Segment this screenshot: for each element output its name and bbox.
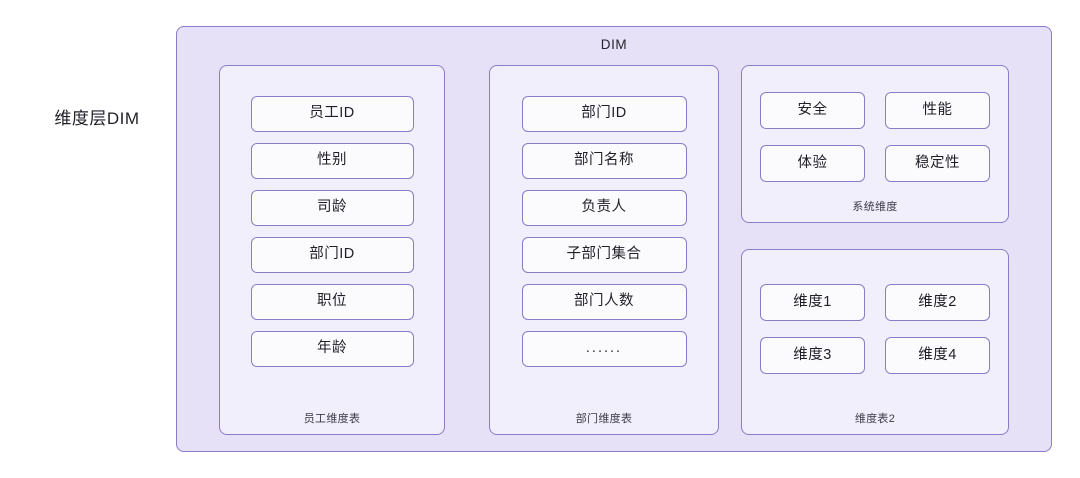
- field-pill[interactable]: 性别: [250, 143, 414, 179]
- pill-stack-employee: 员工ID 性别 司龄 部门ID 职位 年龄: [220, 96, 444, 367]
- field-pill-ellipsis[interactable]: ......: [521, 331, 687, 367]
- field-pill[interactable]: 维度3: [760, 337, 865, 374]
- field-pill[interactable]: 性能: [885, 92, 990, 129]
- field-pill[interactable]: 部门ID: [250, 237, 414, 273]
- field-pill[interactable]: 稳定性: [885, 145, 990, 182]
- field-pill[interactable]: 维度4: [885, 337, 990, 374]
- field-pill[interactable]: 维度1: [760, 284, 865, 321]
- panel-dimension-table-2: 维度1 维度2 维度3 维度4 维度表2: [741, 249, 1009, 435]
- pill-grid-dimension2: 维度1 维度2 维度3 维度4: [760, 284, 990, 374]
- panel-department-dimension-table: 部门ID 部门名称 负责人 子部门集合 部门人数 ...... 部门维度表: [489, 65, 719, 435]
- layer-label: 维度层DIM: [54, 109, 140, 128]
- pill-grid-system: 安全 性能 体验 稳定性: [760, 92, 990, 182]
- field-pill[interactable]: 部门人数: [521, 284, 687, 320]
- field-pill[interactable]: 体验: [760, 145, 865, 182]
- panel-caption: 部门维度表: [575, 413, 633, 425]
- field-pill[interactable]: 维度2: [885, 284, 990, 321]
- dim-title: DIM: [600, 37, 628, 52]
- field-pill[interactable]: 负责人: [521, 190, 687, 226]
- panel-caption: 员工维度表: [303, 413, 361, 425]
- pill-stack-department: 部门ID 部门名称 负责人 子部门集合 部门人数 ......: [490, 96, 718, 367]
- field-pill[interactable]: 子部门集合: [521, 237, 687, 273]
- panel-caption: 系统维度: [852, 201, 898, 213]
- field-pill[interactable]: 部门ID: [521, 96, 687, 132]
- field-pill[interactable]: 年龄: [250, 331, 414, 367]
- field-pill[interactable]: 部门名称: [521, 143, 687, 179]
- field-pill[interactable]: 职位: [250, 284, 414, 320]
- field-pill[interactable]: 员工ID: [250, 96, 414, 132]
- panel-employee-dimension-table: 员工ID 性别 司龄 部门ID 职位 年龄 员工维度表: [219, 65, 445, 435]
- field-pill[interactable]: 安全: [760, 92, 865, 129]
- dim-container: DIM 员工ID 性别 司龄 部门ID 职位 年龄 员工维度表 部门ID 部门名…: [176, 26, 1052, 452]
- panel-caption: 维度表2: [854, 413, 896, 425]
- field-pill[interactable]: 司龄: [250, 190, 414, 226]
- panel-system-dimension: 安全 性能 体验 稳定性 系统维度: [741, 65, 1009, 223]
